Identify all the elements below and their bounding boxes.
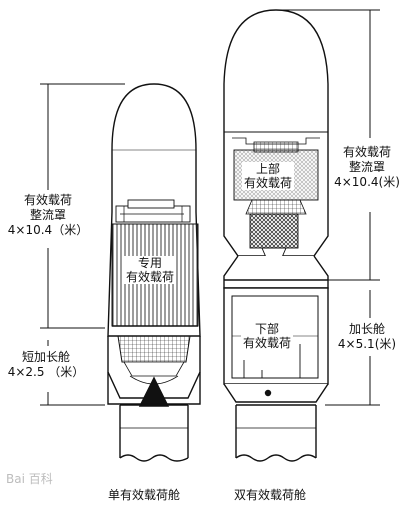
left-fairing-label: 有效载荷 整流罩 4×10.4（米） (6, 193, 90, 238)
left-stretch-label: 短加长舱 4×2.5 （米） (4, 350, 88, 380)
left-stretch-dimension: 4×2.5 （米） (7, 365, 85, 379)
dedicated-payload-line1: 专用 (138, 256, 163, 270)
left-dimension-lines (40, 83, 125, 406)
lower-payload-line2: 有效载荷 (243, 336, 292, 350)
lower-payload-line1: 下部 (255, 322, 280, 336)
left-fairing-label-line2: 整流罩 (29, 208, 66, 222)
left-fairing-dimension: 4×10.4（米） (7, 223, 89, 237)
lower-payload-label: 下部 有效载荷 (241, 322, 294, 350)
right-stretch-label: 加长舱 4×5.1(米) (330, 322, 403, 352)
right-fairing-label-line2: 整流罩 (348, 160, 385, 174)
right-rocket (223, 9, 329, 462)
right-stretch-dimension: 4×5.1(米) (337, 337, 397, 351)
single-payload-caption: 单有效载荷舱 (108, 488, 181, 502)
right-fairing-dimension: 4×10.4(米) (334, 175, 400, 189)
upper-payload-label: 上部 有效载荷 (242, 162, 295, 190)
left-stretch-label-line1: 短加长舱 (21, 350, 70, 364)
watermark: Bai 百科 (6, 472, 53, 486)
right-fairing-label-line1: 有效载荷 (342, 145, 391, 159)
upper-payload-line1: 上部 (256, 162, 281, 176)
right-fairing-label: 有效载荷 整流罩 4×10.4(米) (330, 145, 403, 190)
dedicated-payload-label: 专用 有效载荷 (124, 256, 177, 284)
dual-payload-caption: 双有效载荷舱 (234, 488, 307, 502)
right-dimension-lines (275, 9, 380, 406)
dedicated-payload-line2: 有效载荷 (126, 270, 175, 284)
right-stretch-label-line1: 加长舱 (348, 322, 385, 336)
left-fairing-label-line1: 有效载荷 (23, 193, 72, 207)
upper-payload-line2: 有效载荷 (244, 176, 293, 190)
